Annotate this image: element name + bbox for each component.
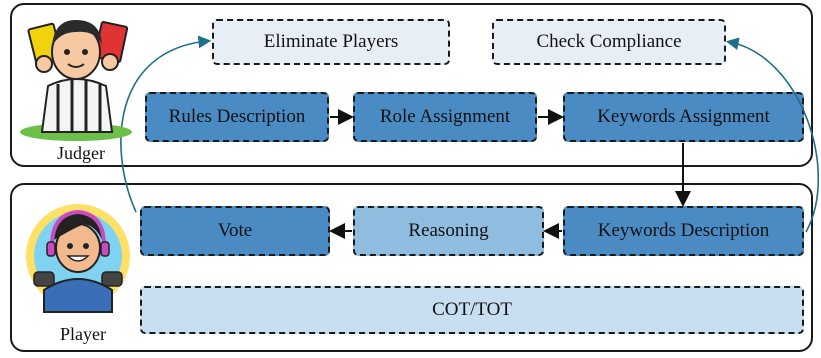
role-assignment-box: Role Assignment <box>353 92 537 142</box>
vote-box: Vote <box>140 206 330 256</box>
player-label: Player <box>58 324 108 345</box>
referee-avatar-icon <box>20 20 132 141</box>
gamer-avatar-icon <box>26 204 130 313</box>
keywords-assignment-box: Keywords Assignment <box>563 92 804 142</box>
cot-tot-box: COT/TOT <box>140 286 804 334</box>
keywords-description-box: Keywords Description <box>563 206 804 256</box>
eliminate-players-box: Eliminate Players <box>212 19 450 65</box>
reasoning-box: Reasoning <box>353 206 544 256</box>
rules-description-box: Rules Description <box>145 92 329 142</box>
judger-label: Judger <box>55 143 107 164</box>
arrow-description-to-compliance <box>725 37 820 233</box>
arrow-vote-to-eliminate <box>120 35 212 213</box>
check-compliance-box: Check Compliance <box>492 19 726 65</box>
